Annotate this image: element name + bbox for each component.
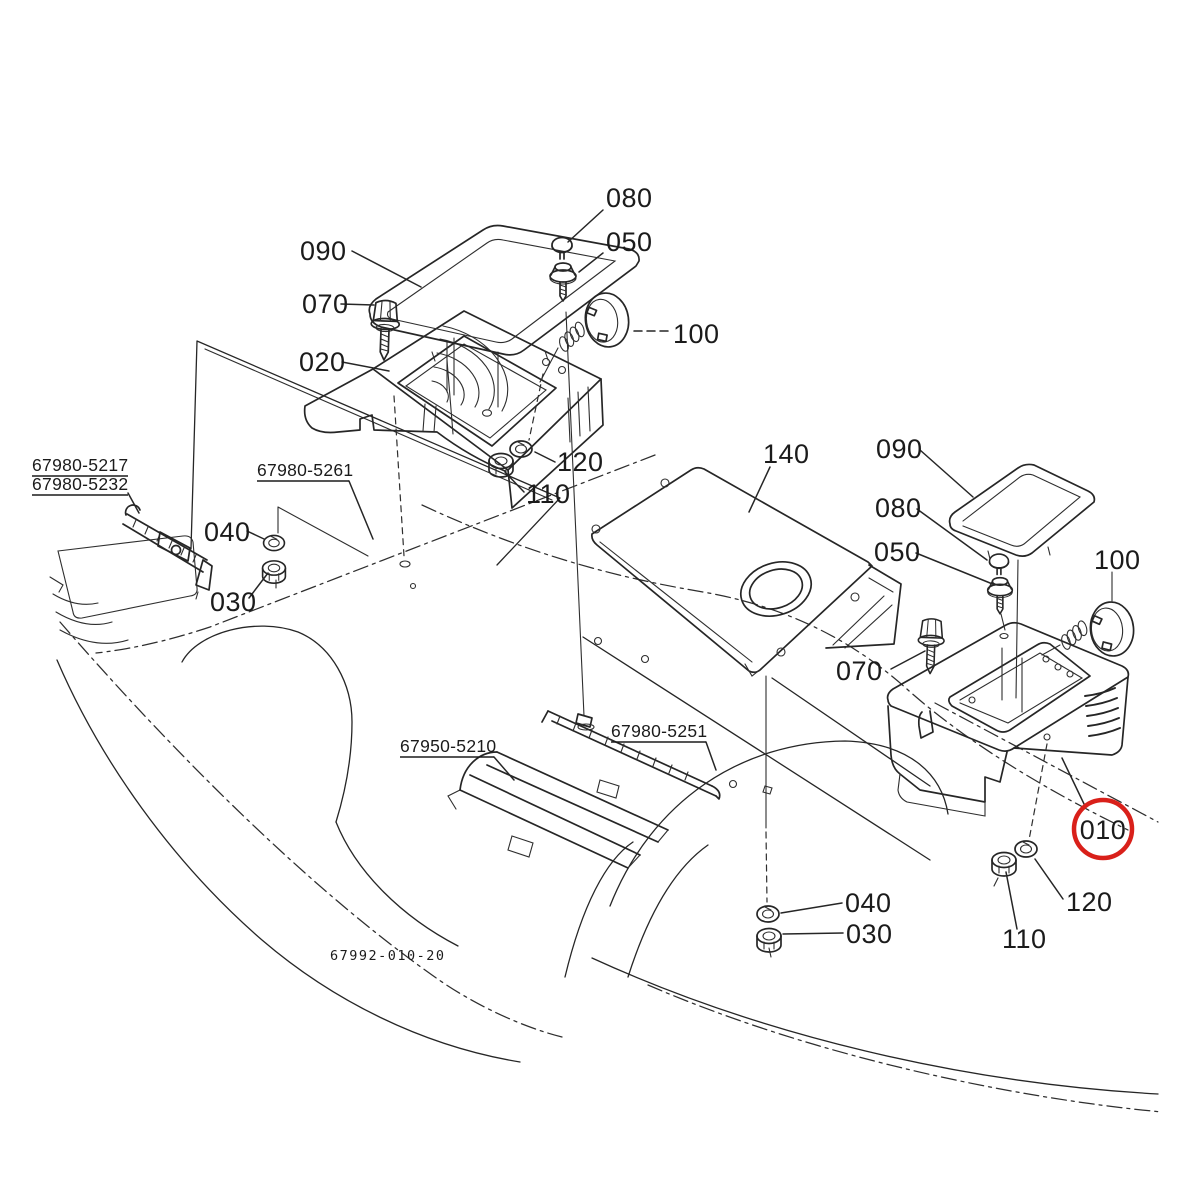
callout-010: 010: [1080, 815, 1127, 845]
part-number-labels: 67980-5217 67980-5232 67980-5261 67950-5…: [32, 455, 707, 758]
callout-040-bottom[interactable]: 040: [845, 888, 892, 918]
bottom-washer-040: [756, 905, 780, 923]
callout-100-right[interactable]: 100: [1094, 545, 1141, 575]
part-number-67980-5261: 67980-5261: [257, 460, 353, 480]
callout-030-bottom[interactable]: 030: [846, 919, 893, 949]
part-number-67950-5210: 67950-5210: [400, 736, 496, 756]
leader-lines: [127, 209, 1086, 935]
part-number-67980-5251: 67980-5251: [611, 721, 707, 741]
callout-140[interactable]: 140: [763, 439, 810, 469]
left-grommet-fastener-050: [549, 262, 585, 717]
callout-labels: 080 050 090 070 100 020 140 090 120 110 …: [204, 183, 1141, 954]
callout-090-left[interactable]: 090: [300, 236, 347, 266]
highlight-circle-010: [1071, 797, 1135, 861]
part-number-67980-5217: 67980-5217: [32, 455, 128, 475]
callout-120-mid[interactable]: 120: [557, 447, 604, 477]
right-cap-fastener-080: [988, 553, 1010, 576]
part-number-67980-5232: 67980-5232: [32, 474, 128, 494]
highlighted-callout-010[interactable]: 010: [1071, 797, 1135, 861]
left-washer-040: [262, 534, 286, 552]
right-console-010-part: [886, 621, 1130, 817]
left-nut-110: [446, 359, 544, 478]
fender-reference-lines: [49, 340, 1163, 1113]
bottom-nut-030: [756, 675, 782, 958]
callout-110-mid[interactable]: 110: [526, 479, 571, 509]
drawing-number: 67992-010-20: [330, 948, 446, 964]
left-lid-090-part: [368, 224, 640, 362]
callout-070-left[interactable]: 070: [302, 289, 349, 319]
callout-050-top[interactable]: 050: [606, 227, 653, 257]
callout-120-bottom-right[interactable]: 120: [1066, 887, 1113, 917]
callout-110-bottom-right[interactable]: 110: [1002, 924, 1047, 954]
callout-070-right[interactable]: 070: [836, 656, 883, 686]
left-console-020-part: [303, 310, 604, 509]
callout-100-top[interactable]: 100: [673, 319, 720, 349]
right-nut-110: [991, 743, 1048, 887]
right-bolt-070: [916, 617, 946, 675]
callout-050-right[interactable]: 050: [874, 537, 921, 567]
right-grommet-fastener-050: [986, 576, 1014, 640]
callout-090-right[interactable]: 090: [876, 434, 923, 464]
callout-080-top[interactable]: 080: [606, 183, 653, 213]
callout-020[interactable]: 020: [299, 347, 346, 377]
left-bolt-070: [369, 299, 417, 590]
right-lid-090-part: [948, 463, 1096, 699]
callout-040-left[interactable]: 040: [204, 517, 251, 547]
left-bracket-67980-5217-part: [122, 504, 213, 600]
callout-030-left[interactable]: 030: [210, 587, 257, 617]
right-washer-120: [1014, 840, 1038, 858]
right-knob-100: [1041, 571, 1138, 659]
support-strip-67980-5251-part: [541, 636, 773, 800]
callout-080-right[interactable]: 080: [875, 493, 922, 523]
left-nut-030: [261, 506, 369, 589]
center-rail-67950-5210-part: [447, 751, 669, 869]
center-cover-140-part: [591, 466, 902, 677]
